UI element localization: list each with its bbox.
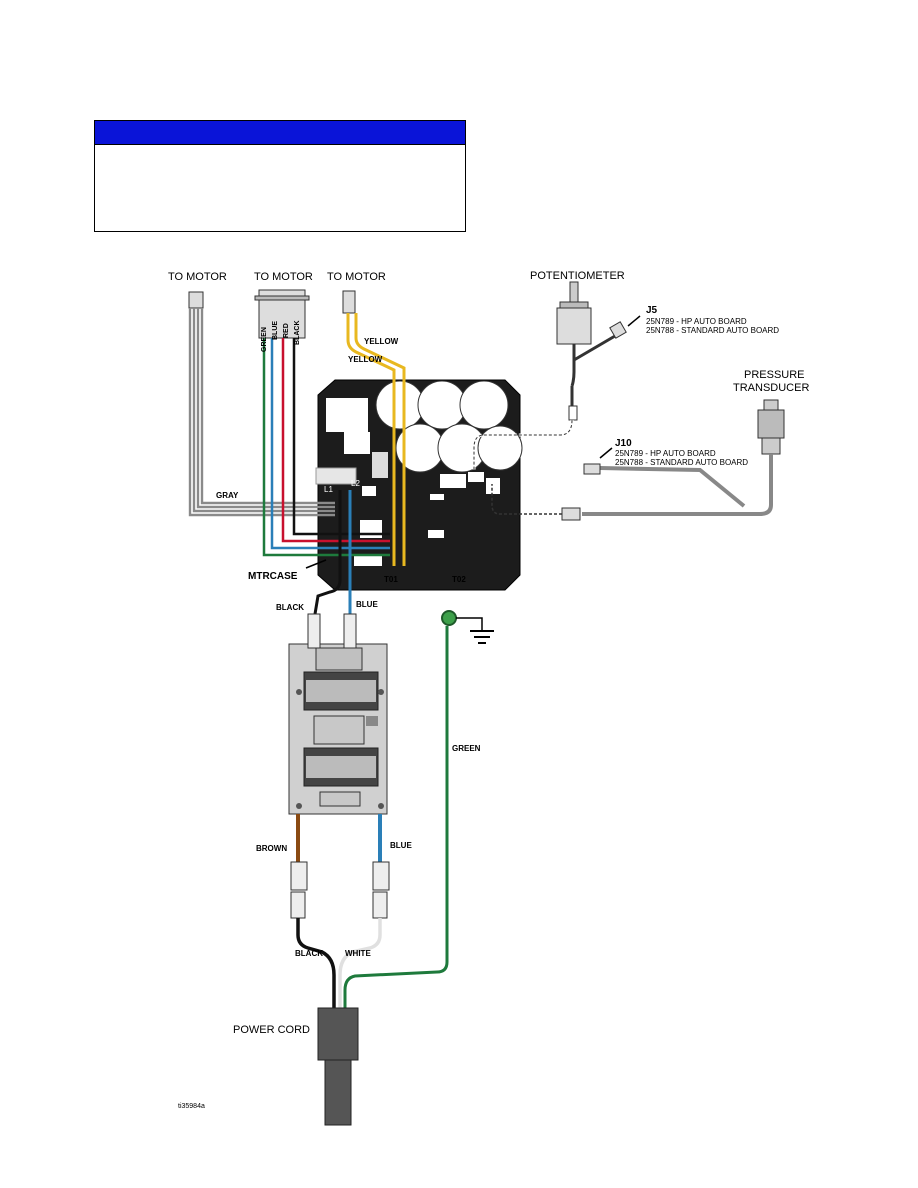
yellow-label-2: YELLOW <box>348 355 383 364</box>
to-motor-label-2: TO MOTOR <box>254 271 313 283</box>
t01-label: T01 <box>384 575 398 584</box>
transducer-label: TRANSDUCER <box>733 382 809 394</box>
l2-label: L2 <box>351 479 360 488</box>
blue-label-bottom: BLUE <box>390 841 412 850</box>
gray-cable <box>188 308 335 517</box>
power-cord-plug <box>317 1007 359 1126</box>
ground-symbol <box>441 610 494 644</box>
j10-arrow <box>599 447 613 459</box>
pressure-transducer <box>491 399 785 521</box>
ground-wire <box>343 626 449 1010</box>
wire-label-green: GREEN <box>261 327 268 352</box>
j10-label: J10 <box>615 438 632 449</box>
control-board: L1 L2 <box>315 379 523 591</box>
potentiometer <box>472 281 627 470</box>
green-ground-label: GREEN <box>452 744 481 753</box>
notice-box <box>94 120 466 232</box>
black-label-top: BLACK <box>276 603 304 612</box>
white-label: WHITE <box>345 949 371 958</box>
j5-line-1: 25N789 - HP AUTO BOARD <box>646 317 747 326</box>
motor-connector-3 <box>342 290 356 314</box>
t02-label: T02 <box>452 575 466 584</box>
blue-label-top: BLUE <box>356 600 378 609</box>
l1-label: L1 <box>324 485 333 494</box>
wire-label-red: RED <box>283 323 290 338</box>
motor-connector-1 <box>188 291 204 309</box>
transformer-leads <box>296 814 382 862</box>
figure-id-label: ti35984a <box>178 1103 205 1110</box>
wire-label-black: BLACK <box>294 321 301 346</box>
mtrcase-arrow <box>305 559 327 569</box>
j5-arrow <box>627 315 641 327</box>
j10-line-1: 25N789 - HP AUTO BOARD <box>615 449 716 458</box>
brown-label: BROWN <box>256 844 287 853</box>
motor-connector-2 <box>254 289 310 339</box>
j5-line-2: 25N788 - STANDARD AUTO BOARD <box>646 326 779 335</box>
potentiometer-label: POTENTIOMETER <box>530 270 625 282</box>
power-cord-label: POWER CORD <box>233 1024 310 1036</box>
mtrcase-label: MTRCASE <box>248 571 298 582</box>
transformer-feed-wires <box>312 490 352 621</box>
to-motor-label-3: TO MOTOR <box>327 271 386 283</box>
gray-label: GRAY <box>216 491 239 500</box>
inline-connectors <box>290 861 390 919</box>
pressure-label: PRESSURE <box>744 369 805 381</box>
yellow-wires <box>346 313 406 566</box>
yellow-label-1: YELLOW <box>364 337 399 346</box>
wire-label-blue: BLUE <box>272 321 279 340</box>
j10-line-2: 25N788 - STANDARD AUTO BOARD <box>615 458 748 467</box>
transformer <box>288 613 388 815</box>
j5-label: J5 <box>646 305 658 316</box>
to-motor-label-1: TO MOTOR <box>168 271 227 283</box>
notice-header-bar <box>95 121 465 145</box>
black-label-bottom: BLACK <box>295 949 323 958</box>
cord-wires <box>296 918 382 1010</box>
motor-wires <box>262 338 390 557</box>
